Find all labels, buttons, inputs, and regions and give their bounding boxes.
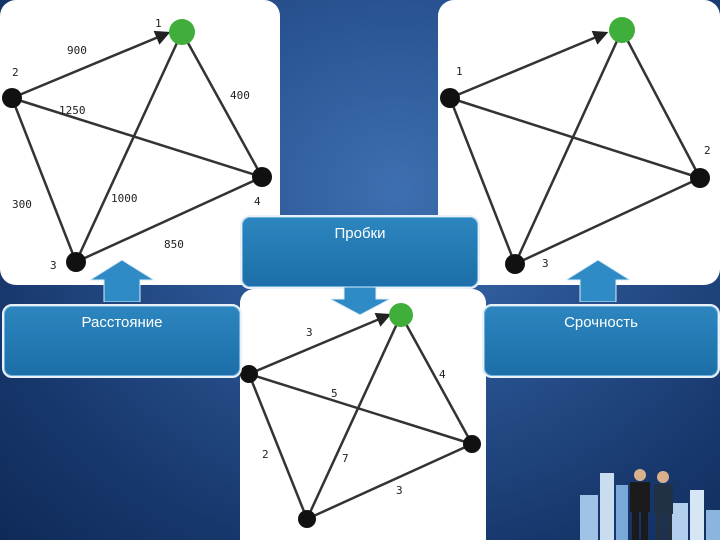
traffic-label: Пробки [242,217,478,242]
node-2 [2,88,22,108]
node-1 [440,88,460,108]
traffic-box: Пробки [240,215,480,289]
edge-weight-c-b: 3 [396,484,403,497]
edge-1-start [450,33,606,98]
node-4 [252,167,272,187]
edge-2-3 [12,98,76,262]
edge-2-1 [12,33,168,98]
node-2 [690,168,710,188]
edge-a-start [249,315,389,374]
node-label-3: 3 [50,259,57,272]
edge-weight-2-4: 1250 [59,104,86,117]
node-3 [505,254,525,274]
urgency-box: Срочность [482,304,720,378]
node-1 [169,19,195,45]
edge-weight-start-b: 4 [439,368,446,381]
edge-1-2 [450,98,700,178]
graph-panel-distance: 1 2 4 3 900 400 1250 300 1000 850 [0,0,280,285]
graph-urgency [438,0,720,285]
node-label-4: 4 [254,195,261,208]
graph-panel-traffic: 3 4 5 2 7 3 [240,289,486,540]
edge-weight-a-b: 5 [331,387,338,400]
node-label-1: 1 [456,65,463,78]
node-label-1: 1 [155,17,162,30]
urgency-label: Срочность [484,306,718,331]
node-c [298,510,316,528]
arrow-up-distance [90,260,154,302]
graph-panel-urgency: 1 2 3 [438,0,720,285]
distance-label: Расстояние [4,306,240,331]
edge-weight-start-c: 7 [342,452,349,465]
node-start [609,17,635,43]
edge-weight-a-start: 3 [306,326,313,339]
graph-traffic [240,289,486,540]
node-label-2: 2 [12,66,19,79]
edge-weight-1-4: 400 [230,89,250,102]
edge-weight-1-3: 1000 [111,192,138,205]
arrow-down-traffic [330,287,390,315]
edge-weight-3-4: 850 [164,238,184,251]
edge-3-2 [515,178,700,264]
graph-distance [0,0,280,285]
node-a [240,365,258,383]
arrow-up-urgency [566,260,630,302]
edge-weight-a-c: 2 [262,448,269,461]
business-people-illustration [560,455,720,540]
distance-box: Расстояние [2,304,242,378]
node-b [463,435,481,453]
node-3 [66,252,86,272]
edge-a-c [249,374,307,519]
edge-weight-2-3: 300 [12,198,32,211]
node-label-3: 3 [542,257,549,270]
node-label-2: 2 [704,144,711,157]
node-start [389,303,413,327]
edge-weight-2-1: 900 [67,44,87,57]
edge-c-b [307,444,472,519]
